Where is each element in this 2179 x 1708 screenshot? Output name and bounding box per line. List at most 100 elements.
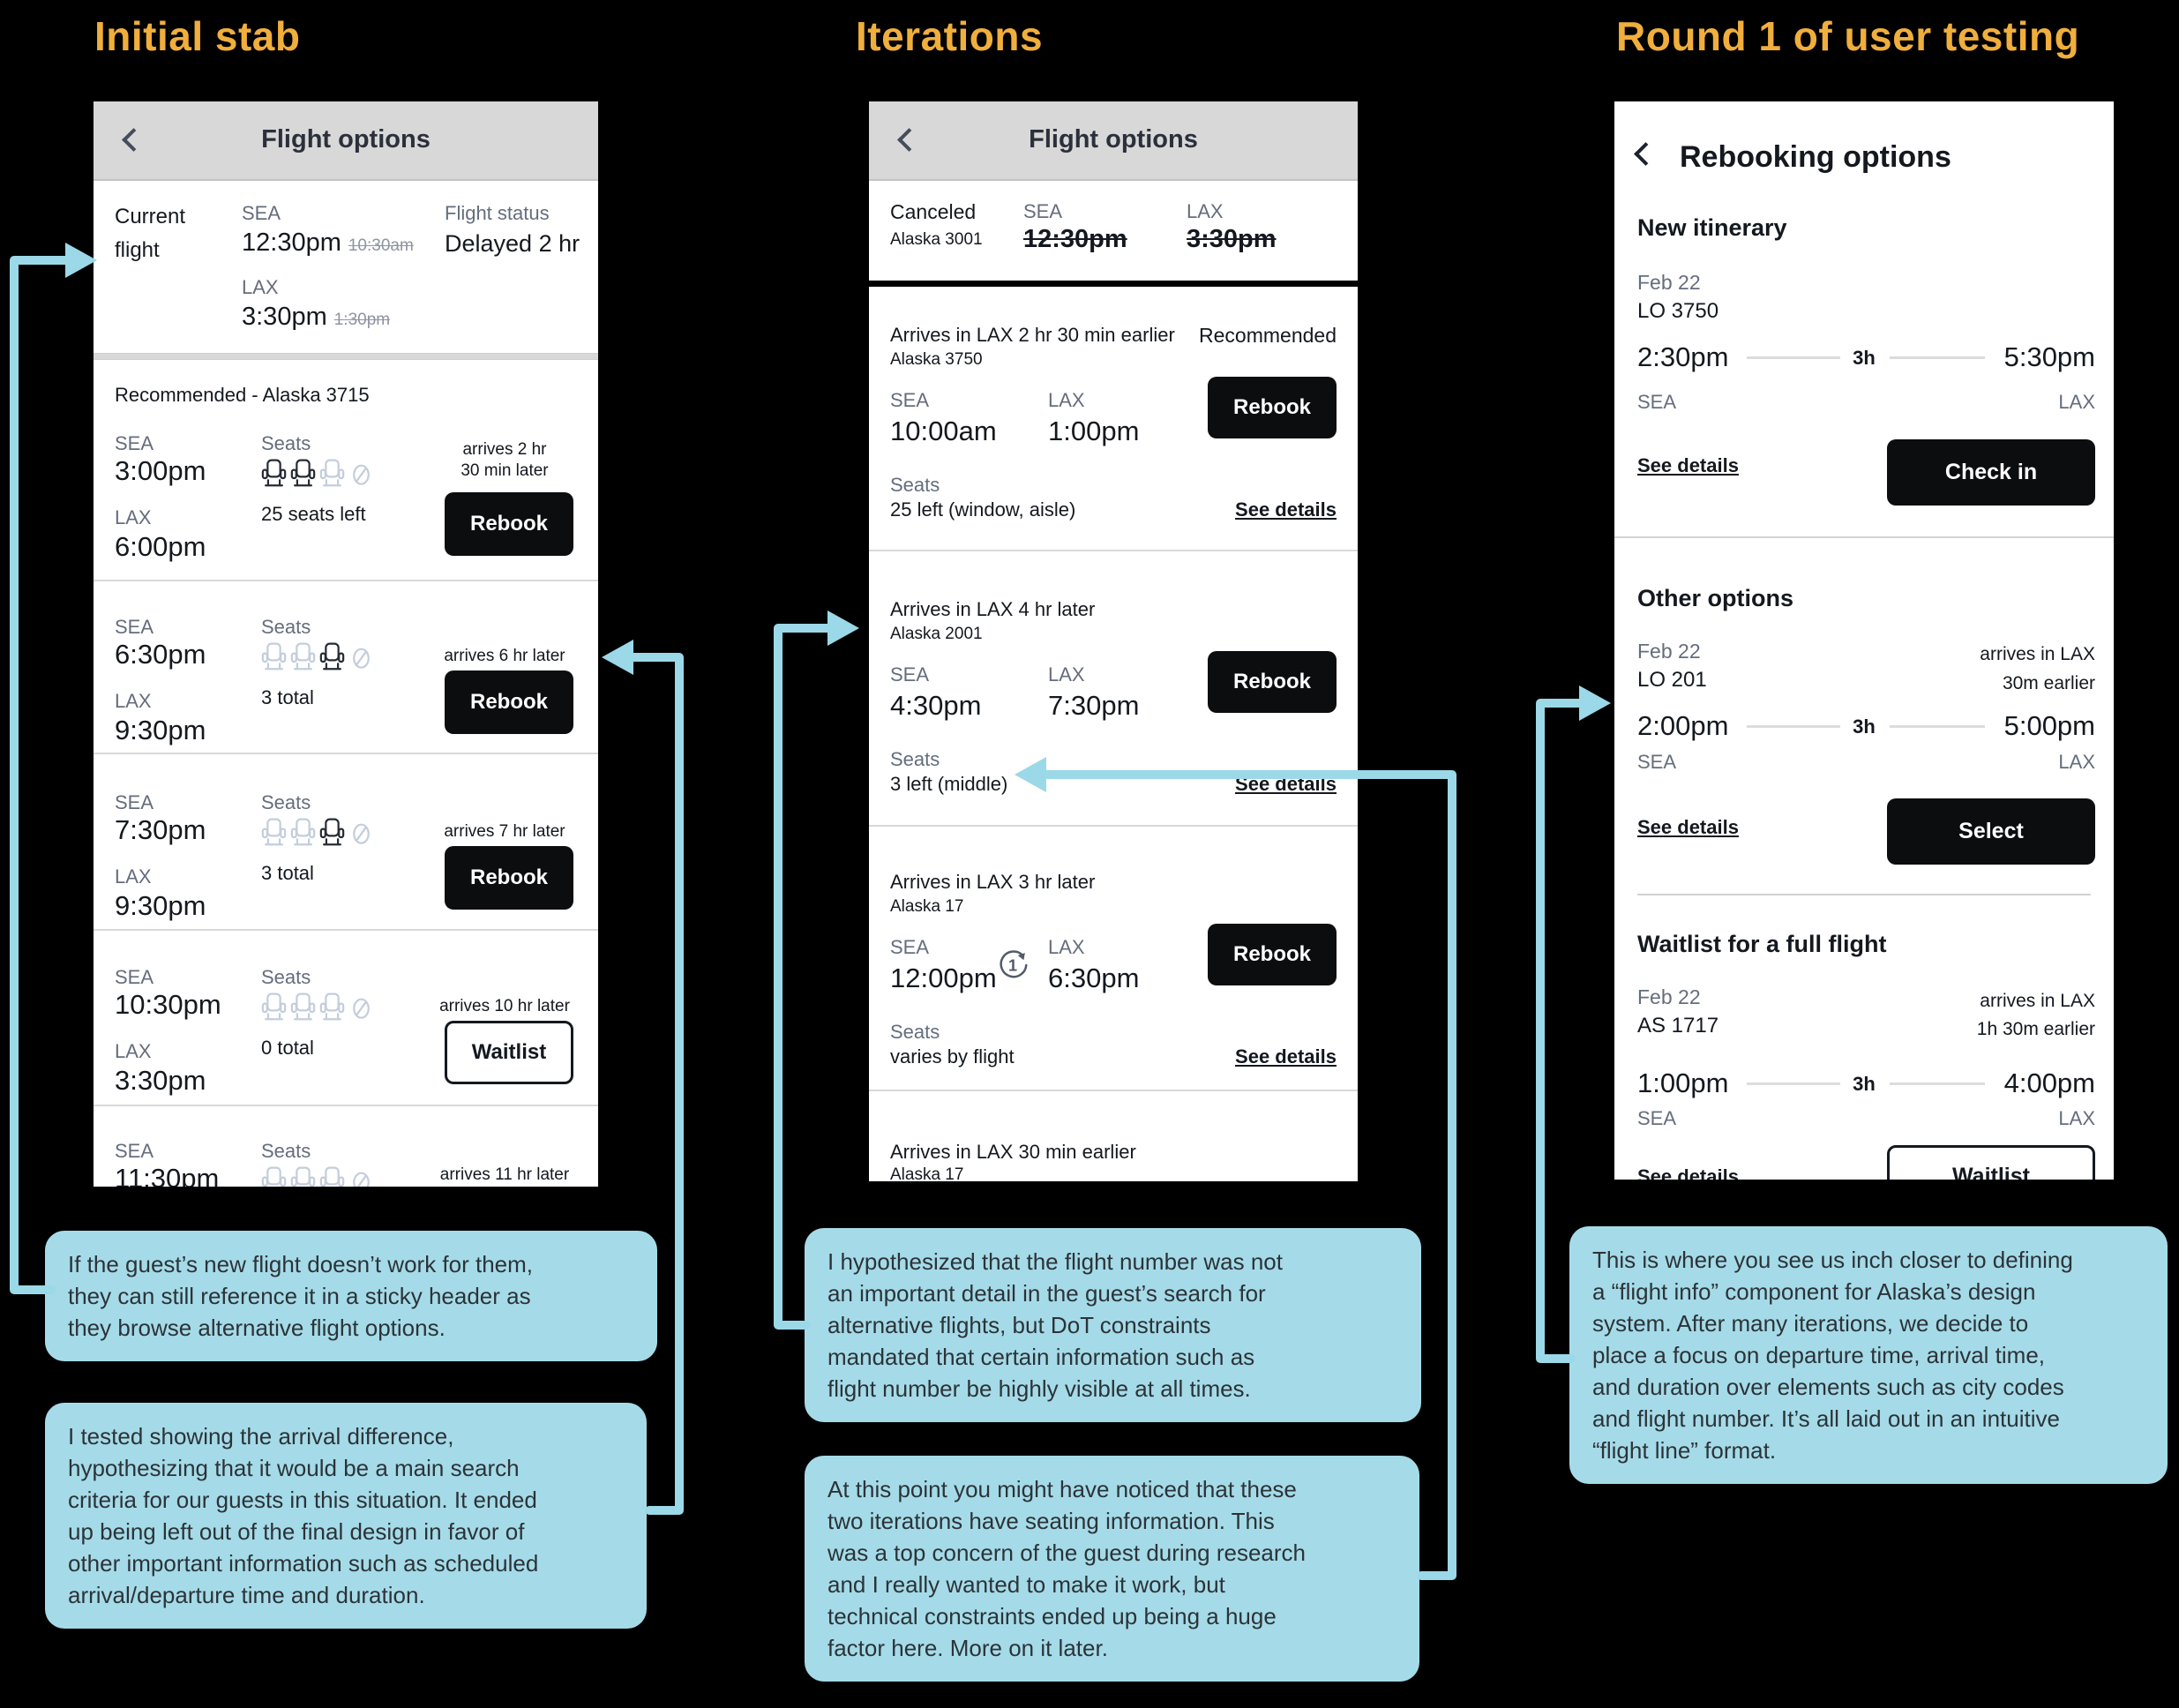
dep-time: 4:30pm: [890, 690, 982, 721]
arr-code-label: LAX: [1048, 389, 1085, 411]
arrival-headline: Arrives in LAX 2 hr 30 min earlier: [890, 324, 1175, 346]
see-details-link[interactable]: See details: [1235, 773, 1337, 795]
flight-status-label: Flight status: [445, 202, 550, 224]
page-title: Flight options: [261, 125, 431, 154]
flight-number: Alaska 17: [890, 1165, 964, 1181]
arr-time-old: 1:30pm: [333, 311, 391, 329]
arr-code-label: LAX: [1048, 663, 1085, 685]
arr-code-label: LAX: [2058, 751, 2095, 773]
phone-mockup-initial-stab: Flight options Current flight SEA 12:30p…: [94, 101, 598, 1187]
seat-availability-icons: [261, 993, 374, 1022]
arr-time: 1:00pm: [1048, 416, 1140, 446]
dep-code-label: SEA: [1637, 391, 1677, 413]
arrowhead-icon: [602, 640, 633, 675]
rebook-button[interactable]: Rebook: [445, 846, 573, 910]
flight-number: Alaska 3001: [890, 230, 983, 249]
duration: 3h: [1853, 1073, 1876, 1095]
waitlist-button[interactable]: Waitlist: [445, 1021, 573, 1084]
arrowhead-icon: [827, 611, 859, 646]
page-title: Flight options: [1029, 125, 1198, 154]
arrives-note: arrives 10 hr later: [439, 997, 570, 1015]
dep-time: 2:00pm: [1637, 710, 1729, 741]
seat-icon: [290, 642, 316, 671]
seat-availability-icons: [261, 642, 374, 671]
back-button[interactable]: [1630, 139, 1662, 170]
divider: [94, 1105, 598, 1106]
dep-code-label: SEA: [242, 202, 281, 224]
arr-time: 4:00pm: [2003, 1068, 2095, 1098]
dep-code-label: SEA: [115, 432, 154, 454]
arrives-note: arrives 11 hr later: [439, 1165, 570, 1184]
seat-icon: [319, 1166, 345, 1187]
flight-line-segment: [1890, 1082, 1985, 1085]
see-details-link[interactable]: See details: [1235, 498, 1337, 521]
recommended-heading: Recommended - Alaska 3715: [115, 384, 370, 406]
flight-number: Alaska 3750: [890, 350, 983, 369]
arr-time: 5:30pm: [2003, 341, 2095, 372]
arr-time-canceled: 3:30pm: [1187, 225, 1277, 253]
seats-count: 0 total: [261, 1037, 314, 1059]
dep-time: 10:00am: [890, 416, 997, 446]
svg-text:1: 1: [1008, 957, 1017, 975]
seat-icon: [290, 1166, 316, 1187]
seats-count: 3 total: [261, 862, 314, 884]
seats-count: varies by flight: [890, 1045, 1015, 1068]
dep-code-label: SEA: [115, 966, 154, 988]
seat-availability-icons: [261, 459, 374, 488]
flight-date: Feb 22: [1637, 985, 1701, 1008]
seats-count: 25 seats left: [261, 503, 366, 525]
dep-code-label: SEA: [890, 936, 930, 958]
section-heading: New itinerary: [1637, 214, 1787, 241]
seat-icon: [261, 1166, 287, 1187]
seat-icon: [319, 993, 345, 1022]
see-details-link[interactable]: See details: [1637, 816, 1739, 838]
rebook-button[interactable]: Rebook: [1208, 924, 1337, 985]
seat-icon: [290, 818, 316, 847]
rebook-button[interactable]: Rebook: [1208, 651, 1337, 713]
dep-time: 3:00pm: [115, 455, 206, 486]
seats-label: Seats: [261, 616, 311, 638]
flight-date: Feb 22: [1637, 640, 1701, 663]
rebook-button[interactable]: Rebook: [445, 670, 573, 734]
column-title-iterations: Iterations: [856, 13, 1044, 59]
no-seat-icon: [348, 459, 374, 488]
rebook-button[interactable]: Rebook: [445, 492, 573, 556]
annotation-note: At this point you might have noticed tha…: [805, 1456, 1419, 1682]
arr-code-label: LAX: [1048, 936, 1085, 958]
chevron-left-icon: [1634, 142, 1658, 166]
divider: [1614, 536, 2114, 538]
arrives-note: arrives in LAX: [1980, 991, 2095, 1011]
divider: [94, 929, 598, 931]
see-details-link[interactable]: See details: [1637, 454, 1739, 476]
duration: 3h: [1853, 715, 1876, 738]
seats-count: 25 left (window, aisle): [890, 498, 1076, 521]
seats-label: Seats: [890, 748, 940, 770]
annotation-note: I hypothesized that the flight number wa…: [805, 1228, 1421, 1422]
dep-code-label: SEA: [115, 616, 154, 638]
no-seat-icon: [348, 993, 374, 1022]
recommended-tag: Recommended: [1199, 324, 1337, 347]
dep-code-label: SEA: [890, 389, 930, 411]
dep-code-label: SEA: [890, 663, 930, 685]
seats-label: Seats: [261, 432, 311, 454]
check-in-button[interactable]: Check in: [1887, 439, 2095, 506]
section-heading: Waitlist for a full flight: [1637, 931, 1887, 957]
arrowhead-icon: [65, 243, 97, 278]
see-details-link[interactable]: See details: [1637, 1165, 1739, 1180]
divider: [94, 753, 598, 754]
select-button[interactable]: Select: [1887, 798, 2095, 865]
flight-number: AS 1717: [1637, 1014, 1719, 1038]
rebook-button[interactable]: Rebook: [1208, 377, 1337, 438]
waitlist-button[interactable]: Waitlist: [1887, 1145, 2095, 1180]
seats-label: Seats: [261, 1140, 311, 1162]
one-stop-icon: 1: [994, 947, 1031, 984]
flight-number: LO 3750: [1637, 299, 1719, 323]
see-details-link[interactable]: See details: [1235, 1045, 1337, 1068]
column-title-initial-stab: Initial stab: [94, 13, 301, 59]
arr-time: 9:30pm: [115, 890, 206, 921]
dep-code-label: SEA: [1023, 200, 1063, 222]
flight-line-segment: [1747, 725, 1840, 728]
seat-availability-icons: [261, 818, 374, 847]
current-flight-label: Current flight: [115, 205, 186, 262]
